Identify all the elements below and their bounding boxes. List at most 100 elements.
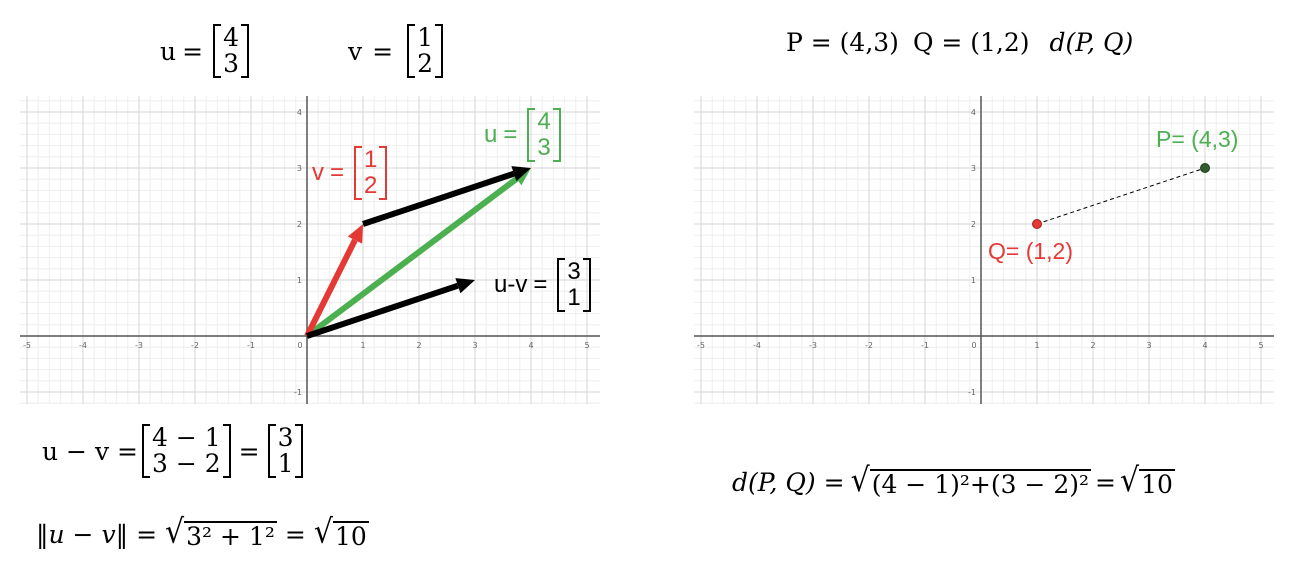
x-tick-label: -4 <box>79 341 87 350</box>
x-tick-label: 3 <box>472 341 477 350</box>
x-tick-label: 1 <box>360 341 365 350</box>
difference-equation: u − v = 4 − 1 3 − 2 = 3 1 <box>42 424 307 478</box>
x-tick-label: -1 <box>247 341 255 350</box>
x-tick-label: 2 <box>1090 341 1095 350</box>
equals-sign: = <box>503 121 518 148</box>
x-tick-label: 3 <box>1146 341 1151 350</box>
u-vector-arrow-shaft <box>305 176 519 339</box>
sqrt-result-value: 10 <box>332 521 369 551</box>
radical-sign-icon: √ <box>313 513 333 552</box>
u-definition: u = 4 3 <box>160 24 253 78</box>
v-label-symbol: v <box>312 159 324 186</box>
point-p-label: P= (4,3) <box>1156 126 1239 152</box>
x-tick-label: 4 <box>528 341 533 350</box>
norm-equation: ‖u − v‖ = √ 3² + 1² = √ 10 <box>36 513 369 552</box>
point-p-definition: P = (4,3) <box>786 28 899 57</box>
result-matrix: 3 1 <box>267 423 304 478</box>
points-title: P = (4,3) Q = (1,2) d(P, Q) <box>786 28 1133 57</box>
x-tick-label: -4 <box>753 341 761 350</box>
matrix-entry: 1 <box>417 23 433 52</box>
grid <box>20 96 600 404</box>
x-tick-label: -5 <box>697 341 705 350</box>
sqrt-result: √ 10 <box>1119 461 1175 500</box>
point-q-definition: Q = (1,2) <box>912 28 1030 57</box>
matrix-entry: 2 <box>364 172 378 199</box>
u-minus-v-matrix: 3 1 <box>557 258 591 312</box>
y-tick-label: 3 <box>971 164 976 173</box>
u-symbol: u <box>160 36 177 66</box>
matrix-entry: 1 <box>364 146 378 173</box>
distance-segment <box>1036 167 1206 225</box>
matrix-entry: 3 − 2 <box>151 449 221 478</box>
x-tick-label: -5 <box>23 341 31 350</box>
u-minus-v-symbol: u-v <box>494 271 528 298</box>
equals-sign: = <box>182 36 204 66</box>
matrix-entry: 2 <box>417 49 433 78</box>
x-tick-label: 4 <box>1202 341 1207 350</box>
sqrt-result: √ 10 <box>313 513 369 552</box>
equals-sign: = <box>372 36 394 66</box>
v-definition: v = 1 2 <box>348 24 447 78</box>
equals-sign: = <box>1095 468 1116 497</box>
matrix-entry: 4 <box>223 23 239 52</box>
y-tick-label: -1 <box>968 388 976 397</box>
equals-sign: = <box>533 271 548 298</box>
radical-sign-icon: √ <box>850 461 870 500</box>
u-minus-v-arrow-shaft <box>306 282 459 339</box>
x-tick-label: 0 <box>297 341 302 350</box>
sqrt-expression: √ 3² + 1² <box>165 513 277 552</box>
x-tick-label: -2 <box>191 341 199 350</box>
matrix-entry: 1 <box>277 449 294 478</box>
distance-lhs: d(P, Q) = <box>732 468 845 497</box>
equals-sign: = <box>136 520 158 549</box>
x-tick-label: -3 <box>809 341 817 350</box>
u-label-matrix: 4 3 <box>527 108 561 162</box>
x-tick-label: 1 <box>1034 341 1039 350</box>
norm-lhs: ‖u − v‖ <box>36 520 129 549</box>
distance-equation: d(P, Q) = √ (4 − 1)²+(3 − 2)² = √ 10 <box>732 461 1175 500</box>
x-tick-label: 5 <box>1258 341 1263 350</box>
y-tick-label: 2 <box>971 220 976 229</box>
u-matrix: 4 3 <box>213 24 249 78</box>
radical-sign-icon: √ <box>165 513 185 552</box>
u-minus-v-arrow-translated-head <box>511 166 531 182</box>
y-tick-label: -1 <box>294 388 302 397</box>
u-minus-v-arrow-translated-shaft <box>362 170 515 227</box>
x-tick-label: 0 <box>971 341 976 350</box>
distance-notation: d(P, Q) <box>1049 28 1134 57</box>
x-tick-label: -2 <box>865 341 873 350</box>
matrix-entry: 3 <box>567 258 581 285</box>
y-tick-label: 1 <box>297 276 302 285</box>
y-tick-label: 1 <box>971 276 976 285</box>
y-tick-label: 4 <box>971 108 976 117</box>
v-vector-arrow-head <box>347 224 363 244</box>
sqrt-expression: √ (4 − 1)²+(3 − 2)² <box>850 461 1091 500</box>
u-minus-v-label: u-v = 3 1 <box>494 258 595 312</box>
equals-sign: = <box>284 520 306 549</box>
v-label-matrix: 1 2 <box>354 146 388 200</box>
point-p <box>1200 163 1210 173</box>
u-label-symbol: u <box>484 121 498 148</box>
equals-sign: = <box>330 159 345 186</box>
matrix-entry: 3 <box>537 134 551 161</box>
radicand: 3² + 1² <box>184 521 277 551</box>
y-tick-label: 4 <box>297 108 302 117</box>
radicand: (4 − 1)²+(3 − 2)² <box>869 469 1091 499</box>
point-q <box>1032 219 1042 229</box>
x-tick-label: 5 <box>584 341 589 350</box>
x-tick-label: -3 <box>135 341 143 350</box>
matrix-entry: 3 <box>223 49 239 78</box>
difference-lhs: u − v = <box>42 436 138 466</box>
matrix-entry: 1 <box>567 284 581 311</box>
point-q-label: Q= (1,2) <box>988 238 1074 264</box>
matrix-entry: 3 <box>277 423 294 452</box>
x-tick-label: -1 <box>921 341 929 350</box>
v-symbol: v <box>348 36 363 66</box>
equals-sign: = <box>238 436 260 466</box>
sqrt-result-value: 10 <box>1139 469 1175 499</box>
u-vector-label: u = 4 3 <box>484 108 565 162</box>
matrix-entry: 4 <box>537 108 551 135</box>
radical-sign-icon: √ <box>1119 461 1140 500</box>
u-minus-v-arrow-head <box>455 278 475 294</box>
